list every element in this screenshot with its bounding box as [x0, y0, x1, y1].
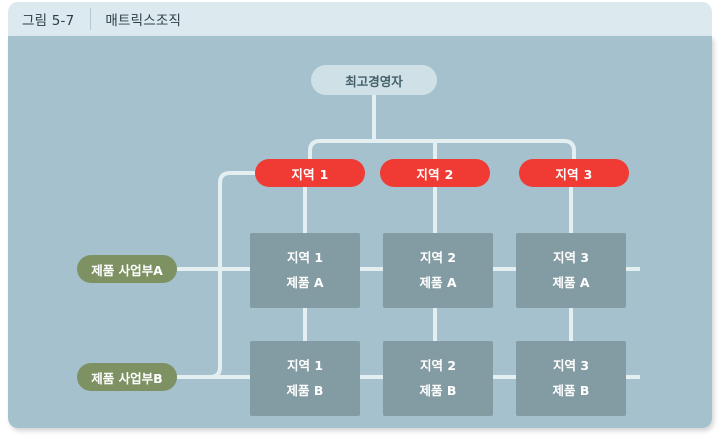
node-product-b[interactable]: 제품 사업부B: [77, 363, 177, 391]
matrix-cell-r1-pb-product: 제품 B: [286, 382, 324, 398]
header-divider: [90, 8, 92, 30]
matrix-cell-r3-pa-region: 지역 3: [552, 250, 590, 265]
figure-number: 그림 5-7: [22, 13, 75, 29]
node-region-3[interactable]: 지역 3: [519, 159, 629, 187]
matrix-cell-r2-pa[interactable]: 지역 2 제품 A: [383, 233, 493, 308]
node-region-1-label: 지역 1: [291, 166, 329, 182]
matrix-cell-r2-pb[interactable]: 지역 2 제품 B: [383, 341, 493, 416]
matrix-cell-r3-pb-region: 지역 3: [552, 358, 590, 373]
node-ceo-label: 최고경영자: [345, 73, 403, 89]
figure-header: 그림 5-7 매트릭스조직: [8, 2, 712, 36]
matrix-cell-r1-pb[interactable]: 지역 1 제품 B: [250, 341, 360, 416]
node-ceo[interactable]: 최고경영자: [311, 65, 437, 95]
node-region-2[interactable]: 지역 2: [380, 159, 490, 187]
node-region-2-label: 지역 2: [416, 166, 454, 182]
figure-title: 매트릭스조직: [105, 13, 182, 29]
node-product-b-label: 제품 사업부B: [91, 370, 163, 386]
matrix-cell-r2-pa-product: 제품 A: [419, 274, 457, 290]
node-product-a-label: 제품 사업부A: [91, 262, 163, 278]
matrix-cell-r2-pb-region: 지역 2: [419, 358, 457, 373]
matrix-cell-r3-pb-product: 제품 B: [552, 382, 590, 398]
matrix-cell-r1-pb-region: 지역 1: [286, 358, 324, 373]
node-region-3-label: 지역 3: [555, 166, 593, 182]
node-region-1[interactable]: 지역 1: [255, 159, 365, 187]
matrix-cell-r1-pa-product: 제품 A: [286, 274, 324, 290]
matrix-cell-r2-pa-region: 지역 2: [419, 250, 457, 265]
matrix-cell-r3-pb[interactable]: 지역 3 제품 B: [516, 341, 626, 416]
matrix-cell-r1-pa-region: 지역 1: [286, 250, 324, 265]
matrix-cell-r3-pa-product: 제품 A: [552, 274, 590, 290]
node-product-a[interactable]: 제품 사업부A: [77, 255, 177, 283]
matrix-cell-r1-pa[interactable]: 지역 1 제품 A: [250, 233, 360, 308]
matrix-cell-r2-pb-product: 제품 B: [419, 382, 457, 398]
matrix-cell-r3-pa[interactable]: 지역 3 제품 A: [516, 233, 626, 308]
